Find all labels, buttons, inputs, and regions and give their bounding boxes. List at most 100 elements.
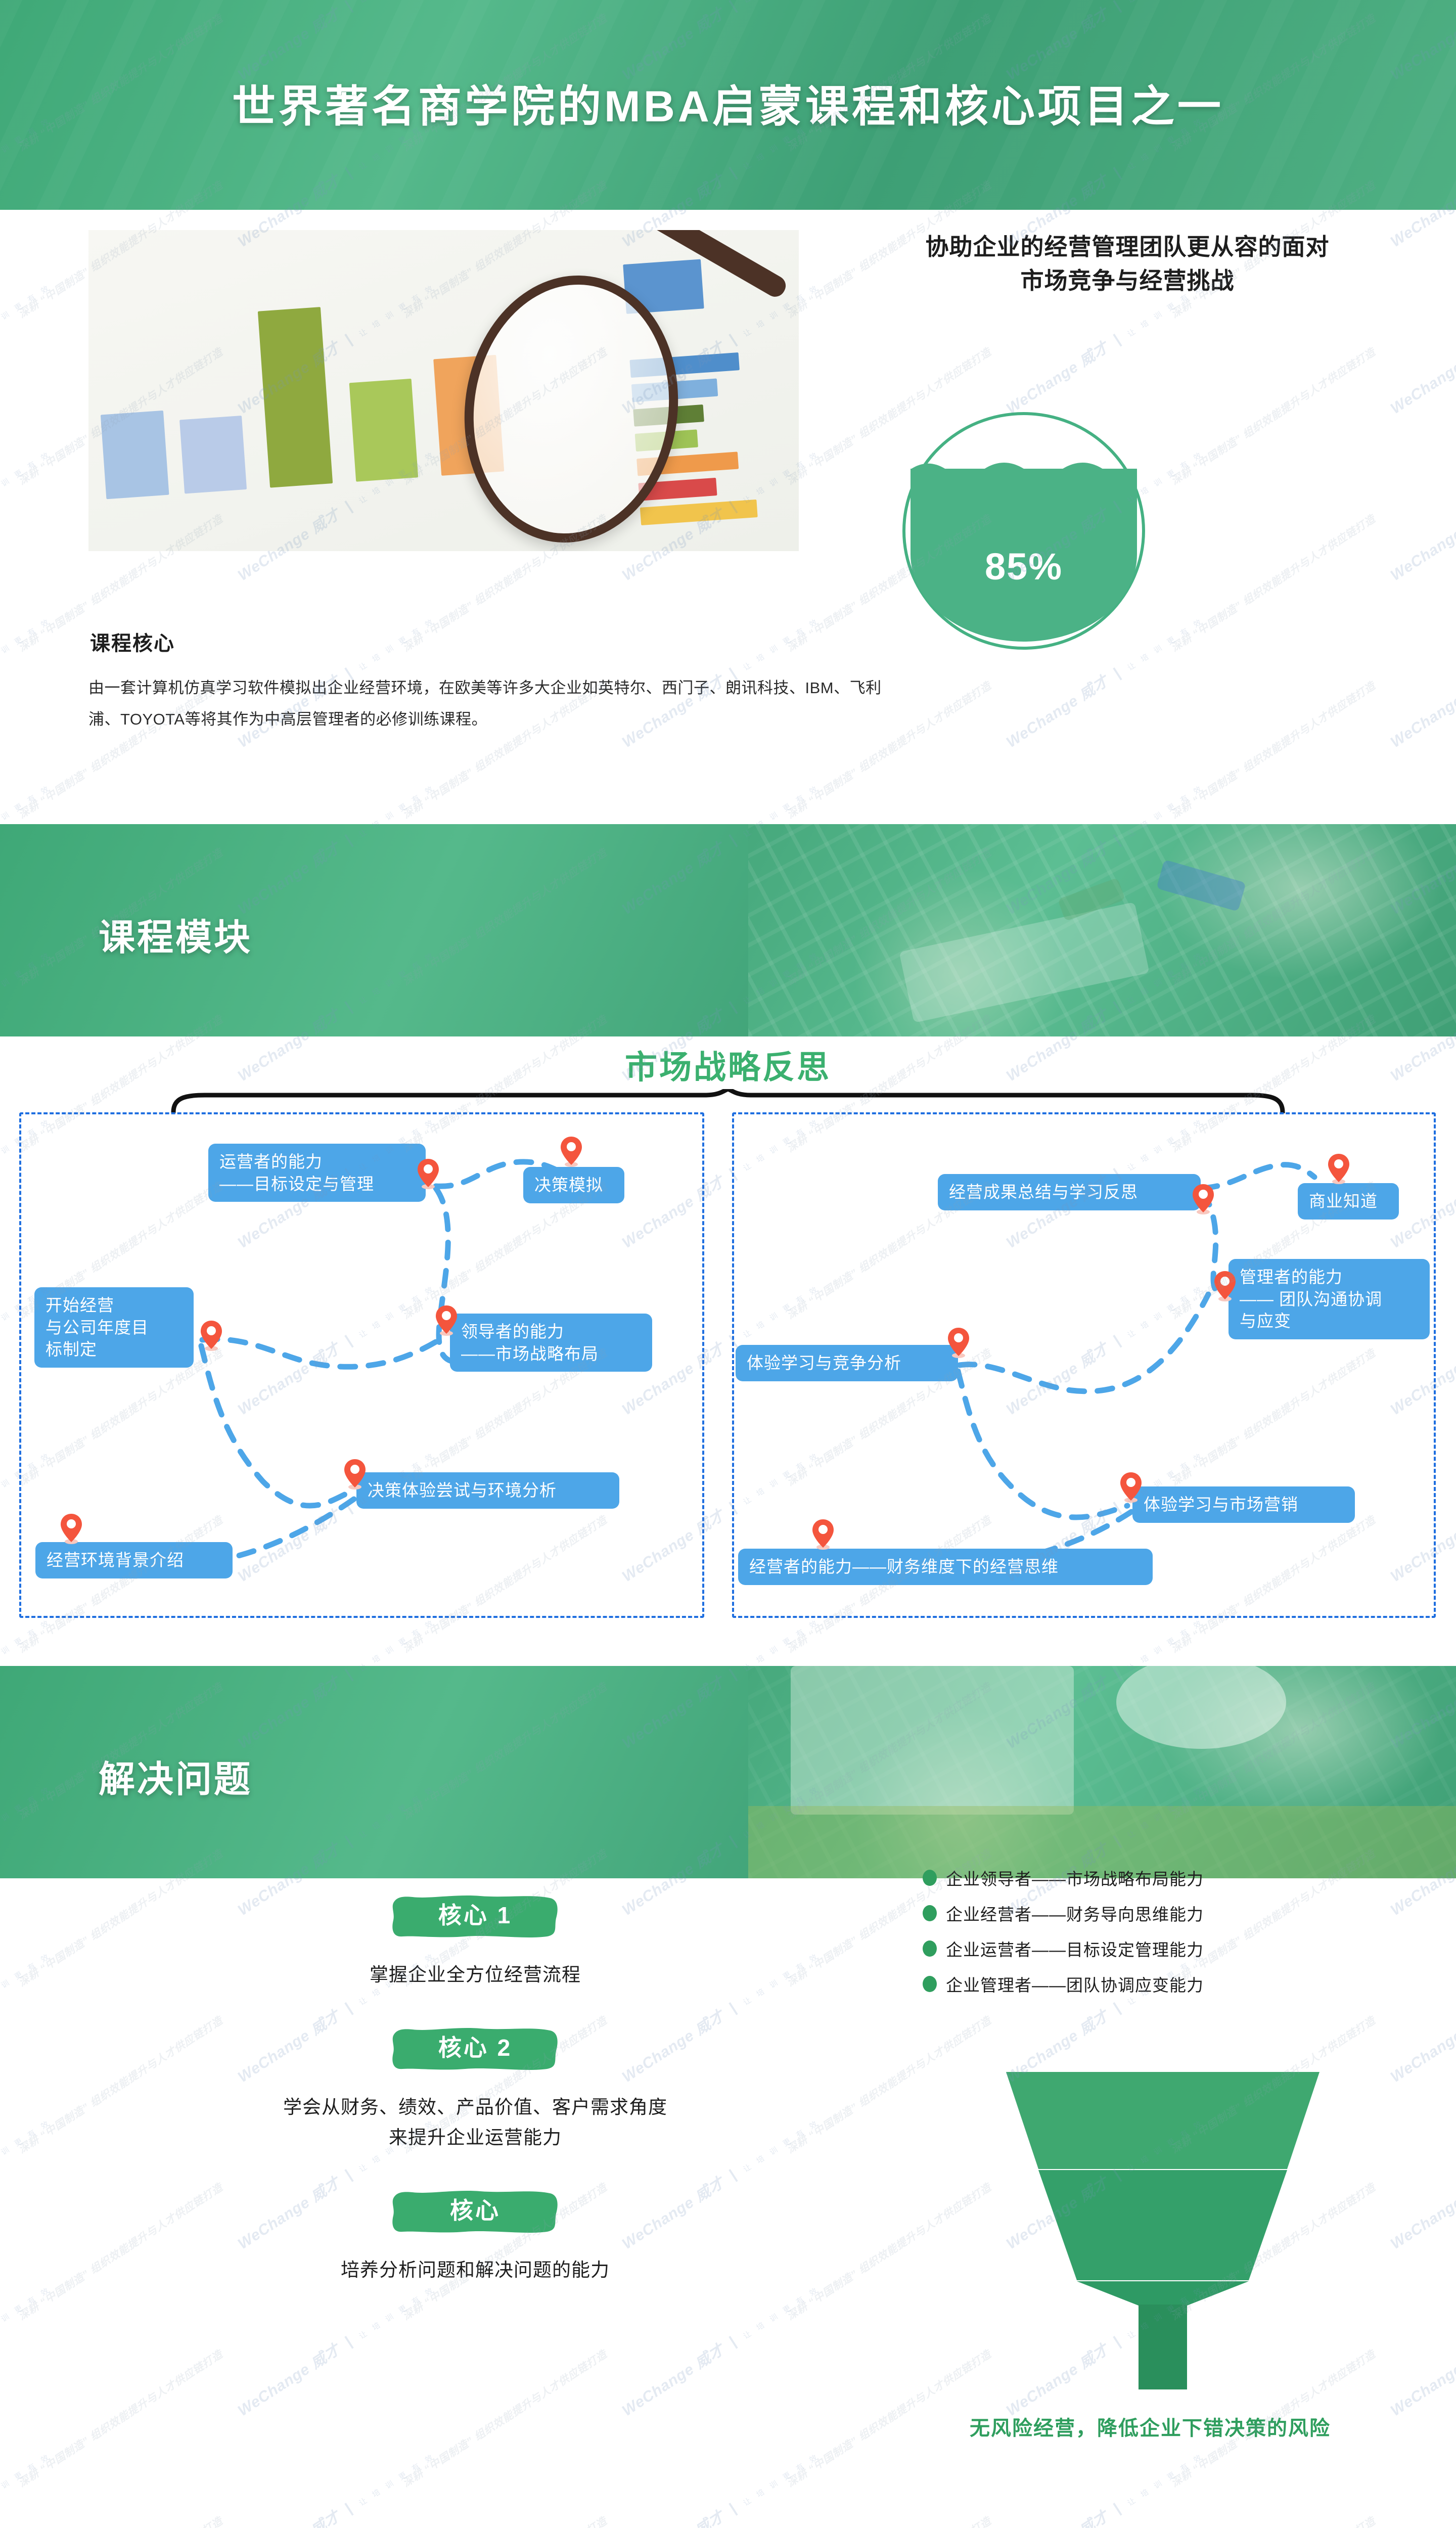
watermark-brand: WeChange 威才 | 让 培 训 更 有 效 xyxy=(0,2118,53,2174)
mindmap-node-left-6[interactable]: 经营环境背景介绍 xyxy=(35,1542,233,1578)
core-badge-3: 核心 xyxy=(389,2186,561,2235)
watermark-slogan: 深耕 “中国制造” 组织效能提升与人才供应链打造 xyxy=(1169,680,1378,821)
hero-subtitle-line2: 市场竞争与经营挑战 xyxy=(1020,267,1235,294)
core-description: 掌握企业全方位经营流程 xyxy=(370,1964,581,1985)
watermark-brand: WeChange 威才 | 让 培 训 更 有 效 xyxy=(0,2285,53,2341)
bullet-dot-icon xyxy=(923,1870,937,1886)
mindmap-node-left-4[interactable]: 领导者的能力 ——市场战略布局 xyxy=(450,1314,652,1372)
photo-object xyxy=(1116,1666,1286,1749)
ability-item: 企业领导者——市场战略布局能力 xyxy=(923,1866,1438,1890)
brace-icon xyxy=(171,1089,1285,1113)
hero-banner-texture xyxy=(0,0,1456,210)
watermark-slogan: 深耕 “中国制造” 组织效能提升与人才供应链打造 xyxy=(1169,513,1378,654)
watermark-brand: WeChange 威才 | 让 培 训 更 有 效 xyxy=(0,1951,53,2007)
map-pin-icon xyxy=(344,1459,366,1489)
page-title: 世界著名商学院的MBA启蒙课程和核心项目之一 xyxy=(232,82,1224,131)
percentage-gauge: 85% xyxy=(902,412,1145,650)
mindmap-node-right-3[interactable]: 管理者的能力 —— 团队沟通协调 与应变 xyxy=(1228,1259,1430,1339)
photo-object xyxy=(748,1806,1456,1878)
photo-bar xyxy=(179,415,247,494)
hero-banner: 世界著名商学院的MBA启蒙课程和核心项目之一 xyxy=(0,0,1456,210)
map-pin-icon xyxy=(812,1519,834,1550)
map-pin-icon xyxy=(1328,1154,1349,1184)
core-item: 核心 2 学会从财务、绩效、产品价值、客户需求角度 来提升企业运营能力 xyxy=(96,2023,854,2153)
map-pin-icon xyxy=(436,1305,457,1336)
ability-label: 企业领导者——市场战略布局能力 xyxy=(946,1870,1204,1888)
solve-section-banner: 解决问题 xyxy=(0,1666,1456,1878)
core-description: 学会从财务、绩效、产品价值、客户需求角度 来提升企业运营能力 xyxy=(283,2096,667,2148)
core-item: 核心 培养分析问题和解决问题的能力 xyxy=(96,2186,854,2285)
ability-item: 企业运营者——目标设定管理能力 xyxy=(923,1936,1438,1961)
mindmap-node-right-4[interactable]: 体验学习与竞争分析 xyxy=(736,1345,958,1381)
module-banner-photo xyxy=(748,824,1456,1036)
watermark-brand: WeChange 威才 | 让 培 训 更 有 效 xyxy=(1387,498,1456,584)
hero-chart-photo xyxy=(88,230,799,551)
ability-label: 企业管理者——团队协调应变能力 xyxy=(946,1976,1204,1995)
gauge-water xyxy=(911,469,1137,642)
core-description: 培养分析问题和解决问题的能力 xyxy=(341,2259,610,2280)
hero-right-column: 协助企业的经营管理团队更从容的面对 市场竞争与经营挑战 xyxy=(829,230,1426,297)
map-pin-icon xyxy=(418,1159,439,1189)
mindmap-node-right-1[interactable]: 经营成果总结与学习反思 xyxy=(938,1174,1201,1210)
funnel-diagram-icon xyxy=(1006,2072,1320,2389)
photo-bar xyxy=(640,500,758,526)
presentation-illustration xyxy=(905,2490,1436,2528)
course-core-heading: 课程核心 xyxy=(90,633,175,655)
core-badge-label: 核心 2 xyxy=(438,2034,513,2061)
photo-object xyxy=(791,1666,1074,1815)
watermark-brand: WeChange 威才 | 让 培 训 更 有 效 xyxy=(0,616,53,672)
module-banner-title: 课程模块 xyxy=(99,918,253,958)
core-points-list: 核心 1 掌握企业全方位经营流程 核心 2 学会从财务、绩效、产品价值、客户需求… xyxy=(96,1891,854,2319)
hero-banner-background xyxy=(0,0,1456,210)
gauge-value: 85% xyxy=(984,546,1063,588)
module-banner-photo-texture xyxy=(748,824,1456,1036)
watermark-brand: WeChange 威才 | 让 培 训 更 有 效 xyxy=(619,2452,822,2528)
watermark-brand: WeChange 威才 | 让 培 训 更 有 效 xyxy=(1387,2166,1456,2253)
photo-bar xyxy=(258,307,333,488)
solve-banner-photo-texture xyxy=(748,1666,1456,1878)
hero-subtitle: 协助企业的经营管理团队更从容的面对 市场竞争与经营挑战 xyxy=(829,230,1426,297)
mindmap-node-left-2[interactable]: 决策模拟 xyxy=(523,1167,624,1203)
mindmap-left-group xyxy=(19,1112,704,1618)
mindmap-right-group xyxy=(732,1112,1436,1618)
course-core-body: 由一套计算机仿真学习软件模拟出企业经营环境，在欧美等许多大企业如英特尔、西门子、… xyxy=(88,679,882,728)
map-pin-icon xyxy=(1214,1271,1236,1301)
map-pin-icon xyxy=(1120,1472,1142,1503)
mindmap-section: 市场战略反思 运营者的能力 ——目标设定与管理 决策模拟开始经营 与公司年度目 标… xyxy=(0,1036,1456,1658)
solve-banner-title: 解决问题 xyxy=(99,1759,253,1800)
bullet-dot-icon xyxy=(923,1905,937,1921)
mindmap-node-right-2[interactable]: 商业知道 xyxy=(1298,1183,1399,1220)
brush-stroke-icon xyxy=(392,2190,558,2233)
mindmap-node-right-6[interactable]: 经营者的能力——财务维度下的经营思维 xyxy=(738,1549,1153,1585)
mindmap-node-left-5[interactable]: 决策体验尝试与环境分析 xyxy=(356,1472,619,1509)
core-badge-1: 核心 1 xyxy=(389,1891,561,1939)
chart-paper-illustration xyxy=(88,230,799,551)
watermark-slogan: 深耕 “中国制造” 组织效能提升与人才供应链打造 xyxy=(400,2348,610,2490)
watermark-slogan: 深耕 “中国制造” 组织效能提升与人才供应链打造 xyxy=(1169,346,1378,487)
bullet-dot-icon xyxy=(923,1940,937,1957)
watermark-slogan: 深耕 “中国制造” 组织效能提升与人才供应链打造 xyxy=(399,2513,610,2528)
ability-item: 企业经营者——财务导向思维能力 xyxy=(923,1901,1438,1925)
mindmap-node-right-5[interactable]: 体验学习与市场营销 xyxy=(1132,1486,1355,1523)
watermark-brand: WeChange 威才 | 让 培 训 更 有 效 xyxy=(0,283,53,339)
watermark-slogan: 深耕 “中国制造” 组织效能提升与人才供应链打造 xyxy=(16,2348,225,2490)
map-pin-icon xyxy=(561,1137,582,1167)
core-badge-label: 核心 1 xyxy=(438,1902,513,1928)
funnel-caption: 无风险经营，降低企业下错决策的风险 xyxy=(970,2417,1331,2440)
hero-subtitle-line1: 协助企业的经营管理团队更从容的面对 xyxy=(925,234,1330,260)
core-item: 核心 1 掌握企业全方位经营流程 xyxy=(96,1891,854,1990)
solve-banner-photo xyxy=(748,1666,1456,1878)
ability-item: 企业管理者——团队协调应变能力 xyxy=(923,1972,1438,1996)
map-pin-icon xyxy=(948,1328,969,1358)
map-pin-icon xyxy=(61,1514,82,1544)
mindmap-node-left-3[interactable]: 开始经营 与公司年度目 标制定 xyxy=(34,1287,194,1368)
bullet-dot-icon xyxy=(923,1976,937,1992)
watermark-brand: WeChange 威才 | 让 培 训 更 有 效 xyxy=(1387,2333,1456,2420)
photo-bar xyxy=(101,410,169,500)
map-pin-icon xyxy=(201,1321,222,1351)
module-section-banner: 课程模块 xyxy=(0,824,1456,1036)
mindmap-title: 市场战略反思 xyxy=(625,1049,831,1086)
ability-list: 企业领导者——市场战略布局能力 企业经营者——财务导向思维能力 企业运营者——目… xyxy=(923,1866,1438,2007)
mindmap-node-left-1[interactable]: 运营者的能力 ——目标设定与管理 xyxy=(208,1144,426,1202)
